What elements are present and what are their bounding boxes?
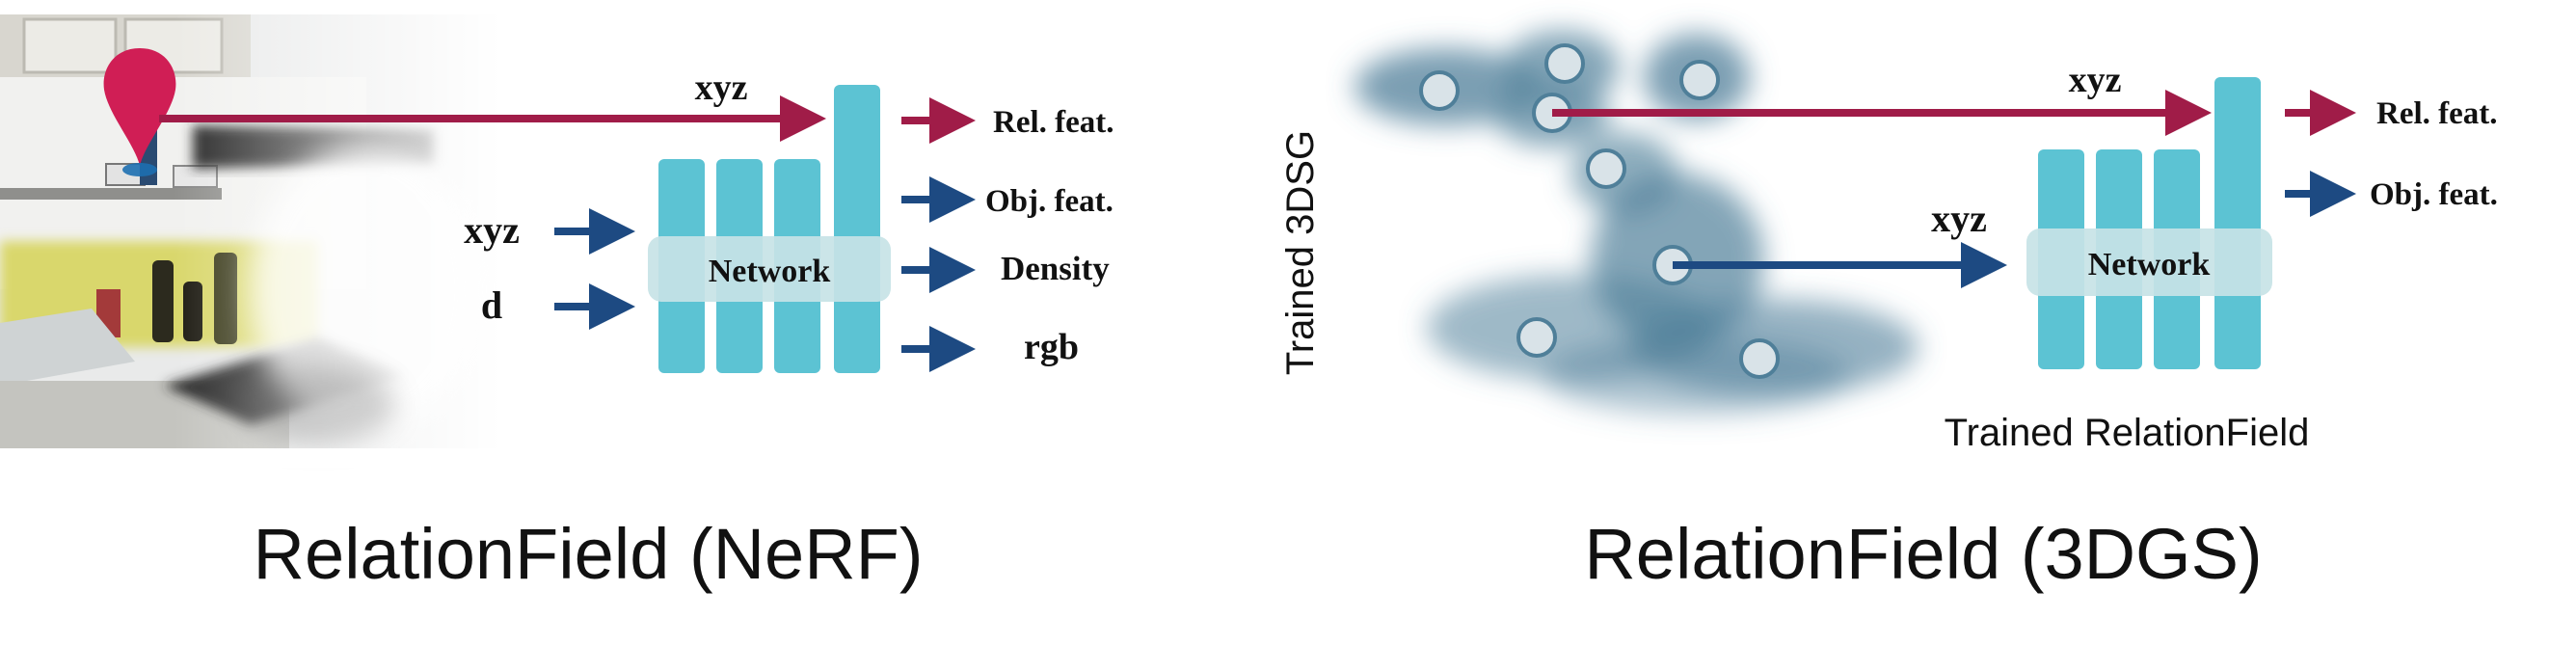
trained-relationfield-label: Trained RelationField: [1945, 412, 2310, 454]
nerf-output-rgb-label: rgb: [1024, 327, 1079, 367]
gs-xyz-top-label: xyz: [2069, 60, 2122, 100]
nerf-network-bar-4: [834, 85, 880, 373]
nerf-caption: RelationField (NeRF): [254, 514, 924, 594]
gs-output-rel-label: Rel. feat.: [2376, 96, 2498, 131]
nerf-network: Network: [648, 85, 891, 373]
trained-3dsg-vertical-label: Trained 3DSG: [1279, 130, 1322, 375]
gs-network-bar-4: [2214, 77, 2261, 369]
gaussian-centers: [1419, 43, 1780, 379]
nerf-output-rel-label: Rel. feat.: [993, 105, 1114, 140]
gaussian-center-2: [1544, 43, 1585, 84]
gaussian-center-8: [1739, 338, 1780, 379]
gs-output-obj-label: Obj. feat.: [2370, 177, 2498, 212]
gaussian-center-3: [1679, 60, 1720, 100]
nerf-network-label: Network: [709, 254, 831, 289]
nerf-output-obj-label: Obj. feat.: [985, 184, 1114, 219]
gs-input-xyz-label: xyz: [1931, 197, 1987, 240]
nerf-xyz-top-label: xyz: [695, 67, 748, 108]
gs-network-label: Network: [2088, 247, 2211, 282]
gs-network: Network: [2026, 77, 2272, 369]
nerf-input-d-label: d: [481, 283, 502, 327]
gaussian-center-1: [1419, 70, 1460, 111]
nerf-input-xyz-label: xyz: [464, 208, 520, 252]
nerf-output-density-label: Density: [1001, 250, 1110, 287]
location-pin-icon: [103, 48, 176, 176]
nerf-network-label-box: [648, 236, 891, 302]
gs-caption: RelationField (3DGS): [1584, 514, 2262, 594]
gaussian-center-5: [1586, 148, 1626, 189]
gaussian-center-7: [1516, 317, 1557, 358]
gs-network-label-box: [2026, 228, 2272, 296]
kitchen-scene-image: [0, 14, 511, 468]
